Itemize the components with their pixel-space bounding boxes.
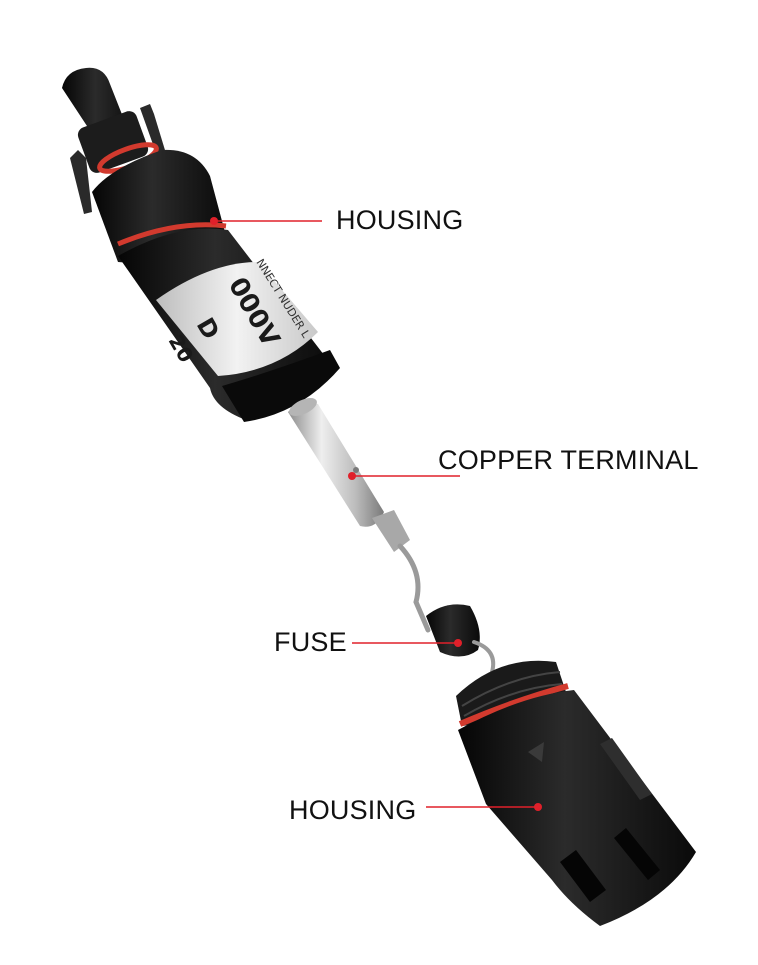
copper-terminal	[288, 398, 410, 552]
housing-print-label	[156, 262, 318, 376]
fuse-assembly	[397, 543, 496, 674]
cable-gland	[77, 111, 149, 173]
arrow-emboss	[528, 742, 544, 762]
seal-ring-lower	[458, 683, 569, 727]
leader-dot-housing-bottom	[534, 803, 542, 811]
thread-collar	[456, 660, 566, 726]
housing-body-lower	[458, 690, 696, 926]
leader-lines	[210, 217, 542, 811]
terminal-crimp-dot	[353, 467, 359, 473]
locking-clip-right	[140, 104, 168, 164]
leader-dot-copper	[348, 472, 356, 480]
label-fuse: FUSE	[274, 627, 347, 657]
leader-dot-fuse	[454, 639, 462, 647]
locking-clip-left	[70, 150, 92, 214]
terminal-tube-opening	[289, 398, 317, 416]
thread-lines	[461, 671, 563, 717]
latch-slot-2	[614, 828, 660, 880]
fuse-lead-upper	[397, 543, 431, 633]
label-housing-top: HOUSING	[336, 205, 464, 235]
latch-rib	[600, 738, 652, 800]
housing-bottom-rim	[222, 350, 340, 422]
fuse-lead-lower	[472, 640, 496, 674]
label-copper-terminal: COPPER TERMINAL	[438, 445, 699, 475]
latch-slot	[560, 850, 606, 902]
seal-ring-band	[117, 222, 227, 247]
terminal-tube	[288, 403, 384, 527]
label-housing-bottom: HOUSING	[289, 795, 417, 825]
fuse-body	[426, 604, 480, 657]
top-housing: 000V NNECT NUDER L D 20	[62, 67, 340, 422]
leader-dot-housing-top	[210, 217, 218, 225]
terminal-crimp	[372, 510, 410, 552]
bottom-housing	[456, 660, 696, 926]
